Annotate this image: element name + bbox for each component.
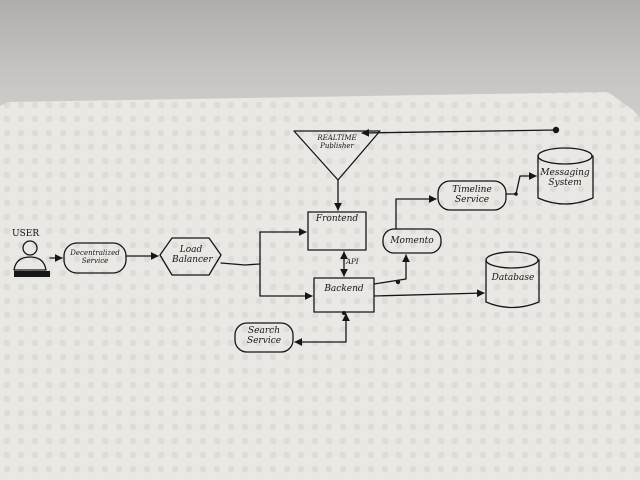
load-balancer-label: Load Balancer [172, 245, 213, 265]
edge-backend-database [373, 289, 485, 298]
realtime-publisher-node [293, 130, 381, 181]
junction-dots [342, 126, 560, 315]
database-label: Database [491, 273, 535, 283]
paper-sheet [0, 92, 640, 480]
search-service-node [234, 322, 294, 353]
backend-label: Backend [324, 284, 364, 294]
database-node [485, 251, 540, 309]
edge-search-backend [294, 313, 350, 346]
momento-node [382, 228, 442, 254]
edge-messaging-publisher [361, 128, 557, 137]
load-balancer-node [159, 237, 222, 276]
timeline-service-label: Timeline Service [452, 185, 492, 205]
frontend-node [307, 211, 367, 251]
edge-momento-timeline [395, 195, 437, 230]
user-icon [13, 240, 50, 277]
timeline-service-node [437, 180, 507, 211]
messaging-system-node [537, 147, 594, 205]
decentralized-service-label: Decentralized Service [70, 249, 120, 265]
momento-label: Momento [390, 236, 434, 246]
search-service-label: Search Service [246, 326, 282, 346]
api-label: API [346, 258, 359, 266]
decentralized-service-node [63, 242, 127, 274]
edge-backend-momento [373, 254, 410, 285]
edge-timeline-messaging [505, 172, 537, 195]
frontend-label: Frontend [315, 214, 359, 224]
messaging-system-label: Messaging System [540, 168, 590, 188]
realtime-publisher-label: REALTIME Publisher [317, 134, 357, 150]
user-label: USER [12, 229, 40, 239]
edge-loadbalancer-split [220, 262, 261, 266]
